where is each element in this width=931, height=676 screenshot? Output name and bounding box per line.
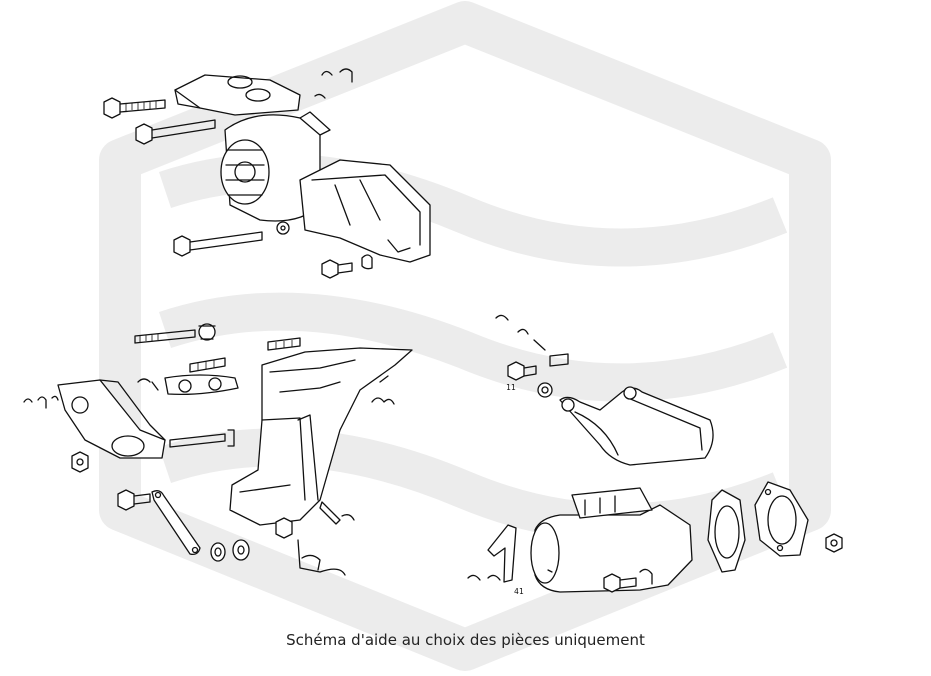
- bracket-lever: [487, 524, 517, 583]
- washer-right: [537, 382, 553, 398]
- starter-bolt: [603, 568, 653, 593]
- pulley-bracket-assembly: [23, 323, 250, 562]
- clip-washers-left: [23, 378, 159, 409]
- diagram-caption: Schéma d'aide au choix des pièces unique…: [286, 631, 645, 649]
- bolt-long-top: [103, 97, 166, 119]
- clip-washers-right: [495, 314, 569, 367]
- alternator-assembly: [103, 68, 431, 279]
- clip-washers-top: [314, 68, 353, 99]
- bolt-ref-11: [507, 361, 537, 381]
- nut-bracket-bottom: [275, 517, 293, 539]
- nut-left: [71, 451, 89, 473]
- bolt-short-left: [117, 489, 151, 511]
- strap-link: [151, 490, 201, 556]
- bolt-long-bottom: [173, 221, 290, 257]
- starter-support-assembly: [495, 314, 714, 466]
- hose-clip-bottom: [297, 539, 346, 576]
- gasket-flange-a: [707, 489, 746, 573]
- stud-bolt-upper: [134, 323, 216, 344]
- callout-ref-b: 41: [514, 587, 524, 596]
- compressor-bracket: [229, 337, 413, 576]
- callout-ref-a: 11: [506, 383, 516, 392]
- adjusting-link: [164, 374, 239, 396]
- bolt-bracket-side: [319, 501, 355, 525]
- starter-motor: [467, 487, 693, 593]
- alternator-body: [220, 111, 331, 222]
- stud-bolt-middle: [189, 357, 226, 373]
- spacer-pair: [210, 539, 250, 562]
- support-arm: [559, 386, 714, 466]
- pulley-bracket: [57, 379, 166, 459]
- bolt-short-below-bracket: [321, 254, 373, 279]
- stud-bolt-top-bracket: [267, 337, 301, 351]
- gasket-flange-b: [754, 481, 809, 557]
- mounting-plate-top: [174, 74, 301, 116]
- bolt-long-second: [135, 119, 216, 145]
- nut-right: [825, 533, 843, 553]
- bolt-pulley-bracket: [169, 429, 235, 448]
- tension-bracket: [299, 159, 431, 263]
